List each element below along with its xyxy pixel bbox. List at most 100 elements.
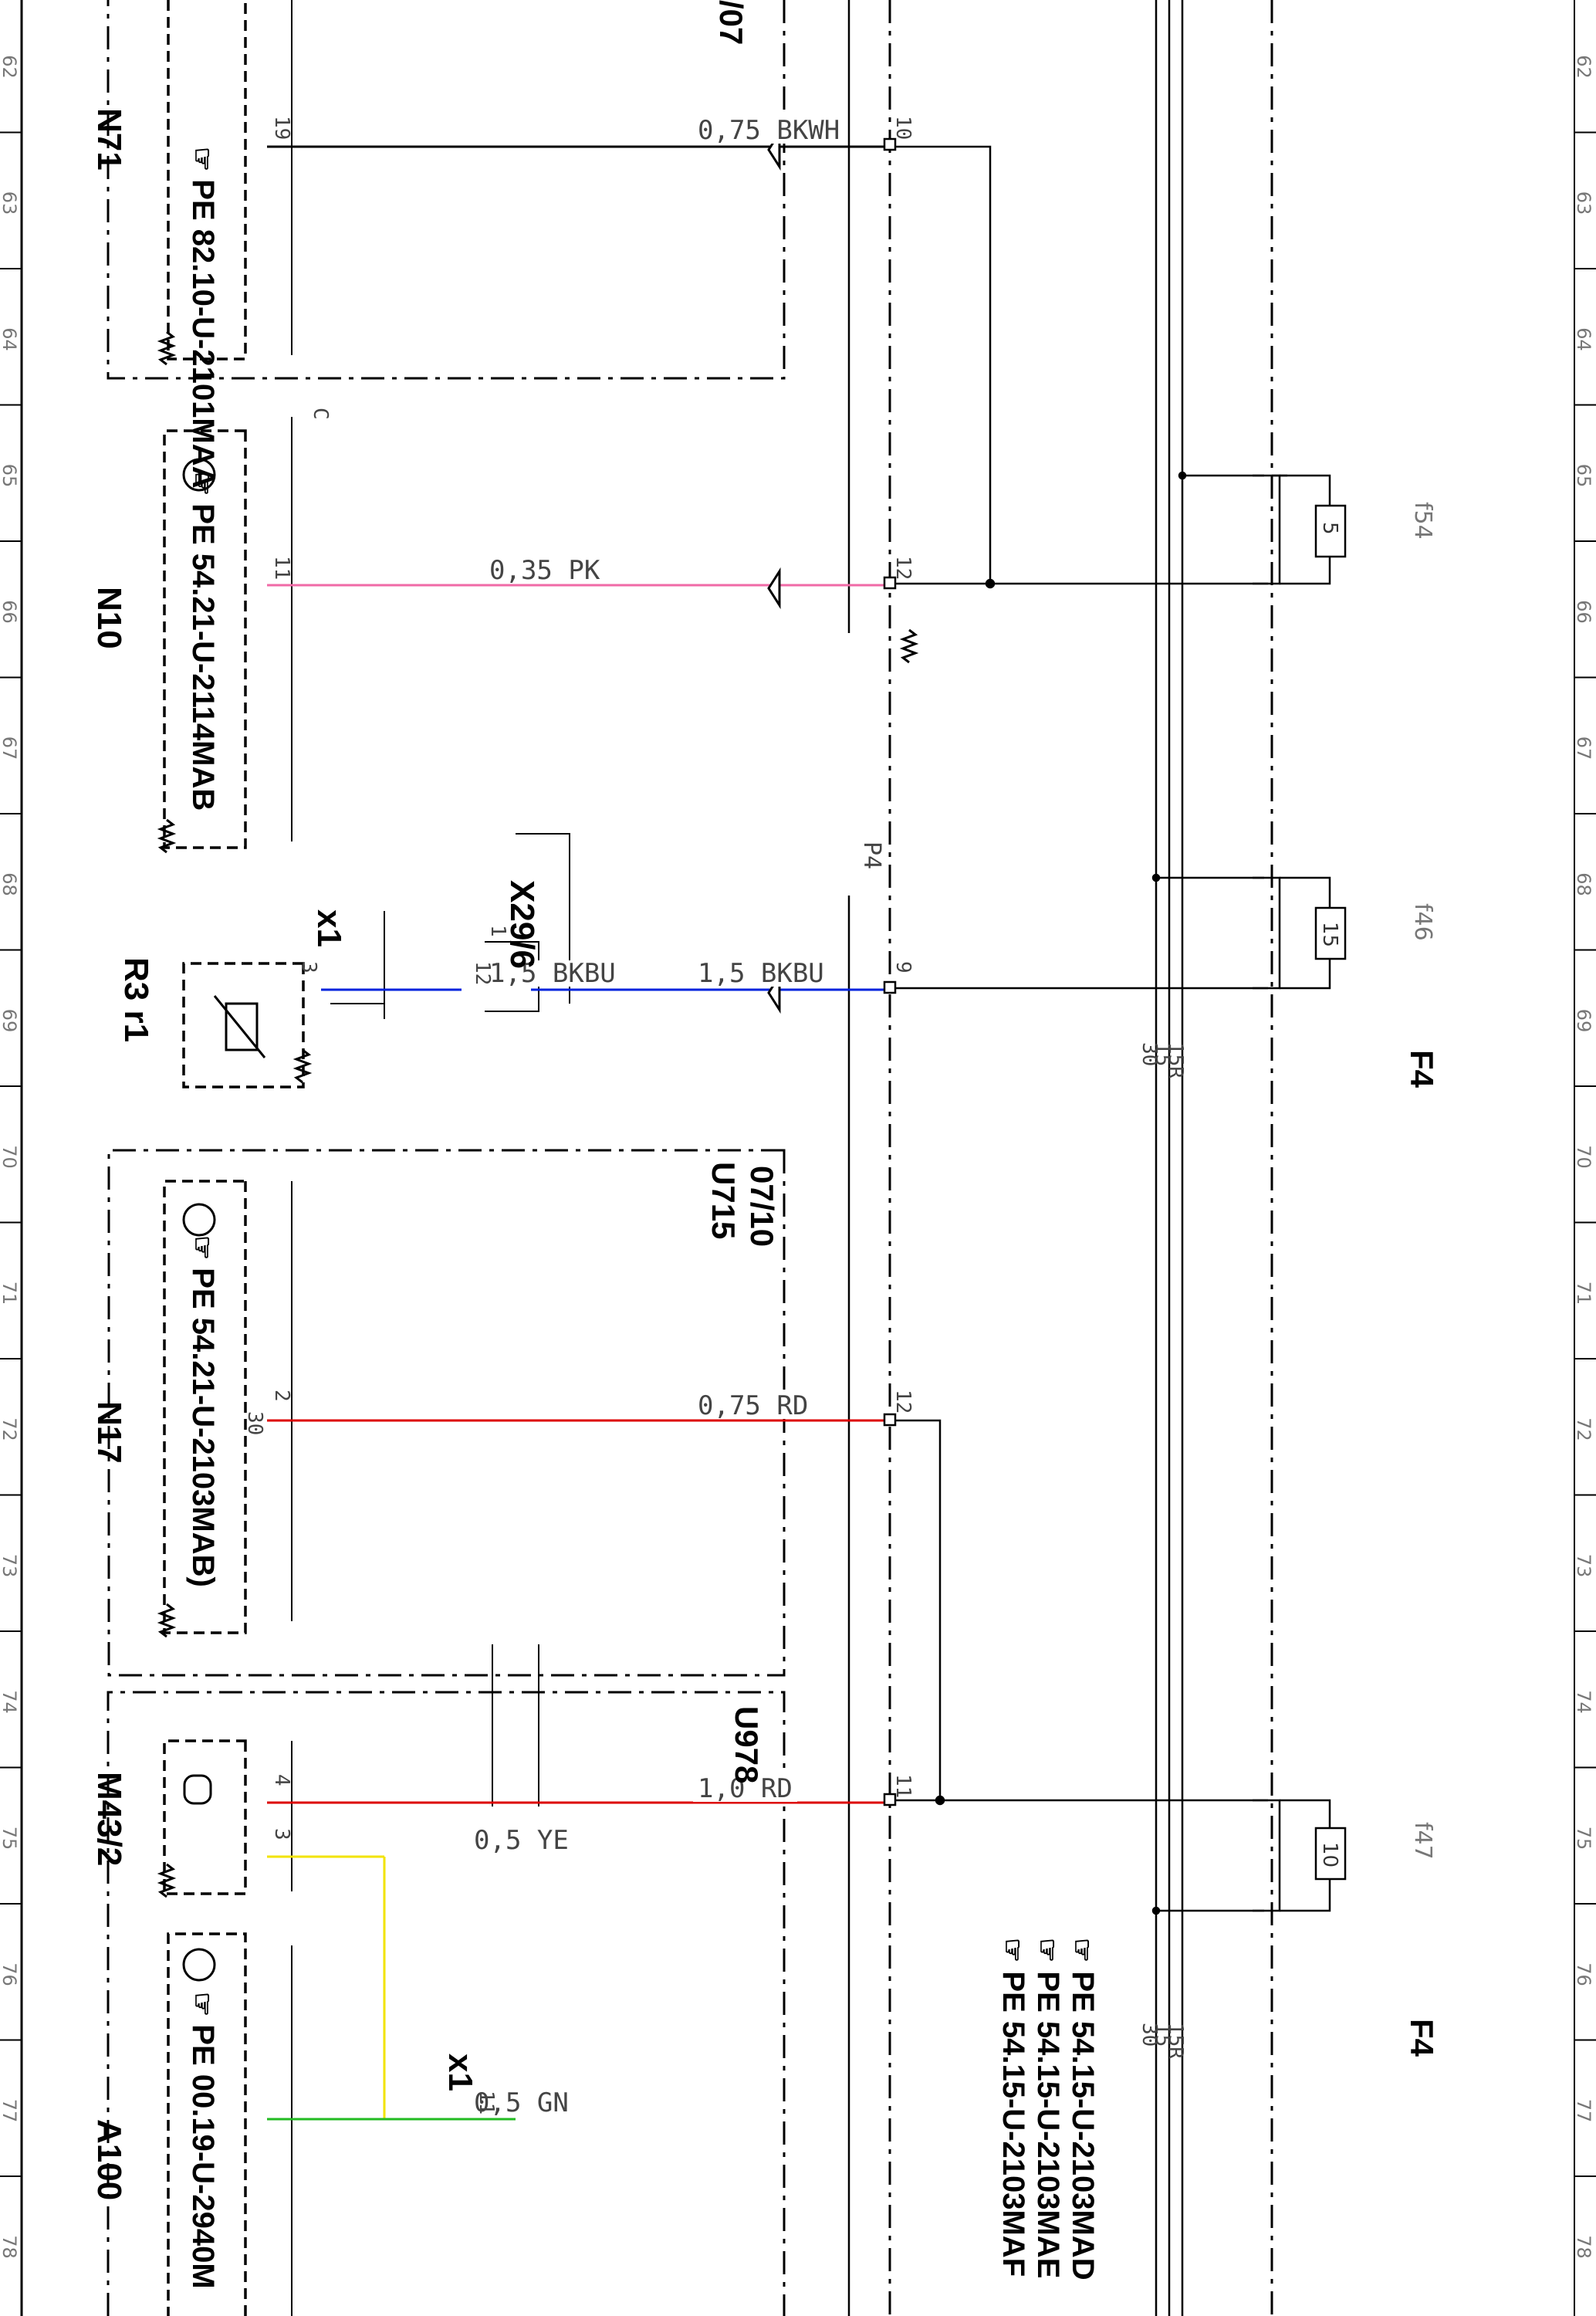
bus-label-30: 30 (1138, 1042, 1161, 1067)
pin-label: C (309, 408, 332, 420)
grid-number: 63 (0, 191, 20, 215)
connector-label-x29-6: X29/6 (503, 880, 541, 969)
plug-arrows (767, 128, 781, 1014)
pin-label: 10 (891, 116, 915, 141)
grid-number: 71 (0, 1281, 20, 1305)
grid-number: 74 (1573, 1690, 1594, 1714)
n71-box (167, 0, 247, 361)
component-pe-reference: ☞ PE 82.10-U-2101MAA (186, 147, 220, 489)
pin-label: 11 (475, 2091, 498, 2115)
fuse-rating-f47: 10 (1318, 1842, 1341, 1868)
grid-number: 77 (0, 2098, 20, 2123)
grid-number: 71 (1573, 1281, 1594, 1305)
component-id: A100 (90, 2119, 128, 2201)
fuse-block (1253, 474, 1347, 1912)
n17-transistor-symbol (182, 1203, 216, 1237)
grid-number: 66 (1573, 600, 1594, 624)
grid-number: 73 (1573, 1553, 1594, 1578)
wire-label: 0,35 PK (485, 555, 605, 586)
pointing-hand-icon: ☞ (187, 147, 218, 180)
grid-number: 75 (1573, 1826, 1594, 1850)
pin-label: 11 (891, 1774, 915, 1799)
grid-number: 72 (1573, 1417, 1594, 1441)
grid-number: 65 (1573, 463, 1594, 488)
grid-number: 70 (1573, 1145, 1594, 1169)
pe-text: PE 54.21-U-2103MAB) (186, 1268, 220, 1587)
component-id: R3 r1 (117, 957, 155, 1043)
grid-number: 72 (0, 1417, 20, 1441)
grid-number: 73 (0, 1553, 20, 1578)
reference-1: ☞ PE 54.15-U-2103MAD (1066, 1938, 1100, 2280)
component-pe-reference: ☞ PE 00.19-U-2940M (186, 1992, 220, 2289)
wire-label: 0,75 BKWH (693, 115, 845, 146)
pe-text: PE 82.10-U-2101MAA (186, 179, 220, 489)
component-boxes (163, 0, 305, 2316)
grid-number: 76 (1573, 1962, 1594, 1986)
wire-label: 0,75 RD (693, 1390, 813, 1421)
pointing-hand-icon: ☞ (187, 1235, 218, 1268)
pin-label: 3 (270, 1828, 293, 1840)
n10-box (163, 429, 247, 849)
grid-number: 69 (0, 1008, 20, 1033)
component-id: N10 (90, 587, 128, 649)
grid-number: 67 (1573, 736, 1594, 760)
pin-label: 11 (270, 556, 293, 581)
fuse-block-label-2: F4 (1404, 2019, 1440, 2057)
component-symbols (182, 458, 266, 1982)
wire-label: 0,5 YE (469, 1825, 573, 1856)
colored-wires (267, 145, 890, 2121)
component-id: N71 (90, 108, 128, 171)
fuse-legs (1280, 474, 1331, 1912)
n17-box (163, 1180, 247, 1634)
grid-number: 68 (0, 872, 20, 896)
grid-number: 69 (1573, 1008, 1594, 1033)
component-id: M43/2 (90, 1772, 128, 1867)
grid-number: 74 (0, 1690, 20, 1714)
bus-taps (1151, 471, 1264, 1915)
group-label-u715: U715 (705, 1162, 742, 1240)
a100-box (167, 1932, 247, 2316)
grid-number: 64 (0, 327, 20, 351)
pin-label: 12 (471, 961, 494, 986)
pointing-hand-icon: ☞ (1067, 1938, 1098, 1963)
fuse-block-label: F4 (1404, 1050, 1440, 1089)
pin-label: 3 (297, 961, 320, 973)
m43-motor-symbol (183, 1774, 212, 1805)
pin-label: 4 (270, 1774, 293, 1786)
grid-number: 70 (0, 1145, 20, 1169)
pointing-hand-icon: ☞ (187, 471, 218, 504)
pointing-hand-icon: ☞ (997, 1938, 1029, 1963)
grid-number: 78 (0, 2235, 20, 2259)
pin-label: 12 (891, 1390, 915, 1414)
connector-label-p4: P4 (858, 841, 885, 870)
grid-number: 63 (1573, 191, 1594, 215)
pin-label: 9 (891, 961, 915, 973)
grid-number: 76 (0, 1962, 20, 1986)
grid-number: 65 (0, 463, 20, 488)
group-label-top-partial: /07 (713, 0, 749, 46)
grid-number: 77 (1573, 2098, 1594, 2123)
r3-box (182, 962, 305, 1089)
connector-label-x1-r3: x1 (310, 909, 348, 947)
group-label-u978: U978 (729, 1706, 765, 1784)
supply-bus (1155, 0, 1184, 2316)
fuse-label-f54: f54 (1409, 502, 1436, 540)
pointing-hand-icon: ☞ (187, 1992, 218, 2025)
r3-heater-symbol (225, 1002, 259, 1051)
grid-number: 75 (0, 1826, 20, 1850)
component-id: N17 (90, 1401, 128, 1464)
n71-group-box (107, 0, 786, 380)
a100-transistor-symbol (182, 1948, 216, 1982)
fused-feed-wires (890, 145, 1268, 1806)
fuse-rating-f46: 15 (1318, 922, 1341, 948)
grid-number: 78 (1573, 2235, 1594, 2259)
pe-text: PE 00.19-U-2940M (186, 2024, 220, 2289)
grid-number: 68 (1573, 872, 1594, 896)
pin-label: 19 (270, 116, 293, 141)
reference-3: ☞ PE 54.15-U-2103MAF (996, 1938, 1030, 2277)
fuse-rating-f54: 5 (1318, 522, 1341, 535)
